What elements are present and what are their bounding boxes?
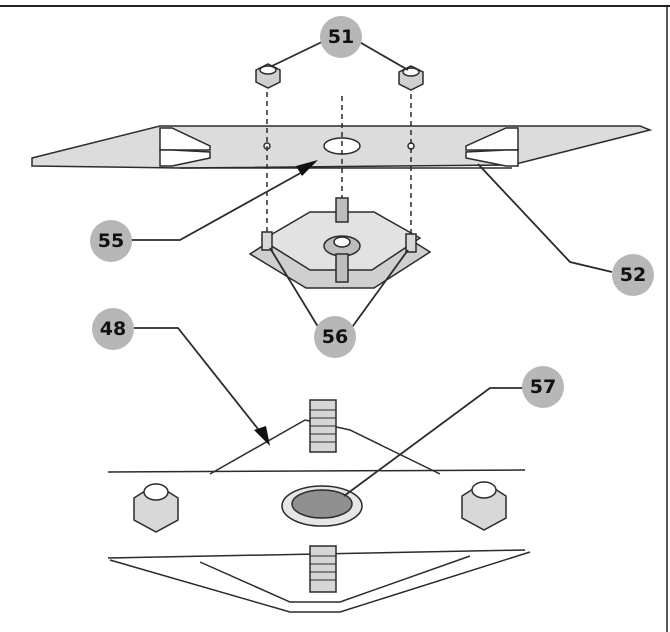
leader-lines-upper — [130, 39, 613, 331]
callout-51: 51 — [320, 16, 362, 58]
callout-55: 55 — [90, 220, 132, 262]
mounting-plate — [248, 197, 432, 289]
nut-right — [398, 65, 424, 91]
assembly-lines — [266, 92, 412, 238]
arrowhead-55 — [296, 160, 318, 176]
blade — [31, 125, 653, 169]
leader-lines-lower — [134, 327, 532, 497]
arrowhead-48 — [254, 426, 270, 446]
callout-48: 48 — [92, 308, 134, 350]
nut-left — [255, 63, 281, 89]
callout-56: 56 — [314, 316, 356, 358]
callout-57: 57 — [522, 366, 564, 408]
callout-52: 52 — [612, 254, 654, 296]
lower-detail — [107, 399, 531, 613]
